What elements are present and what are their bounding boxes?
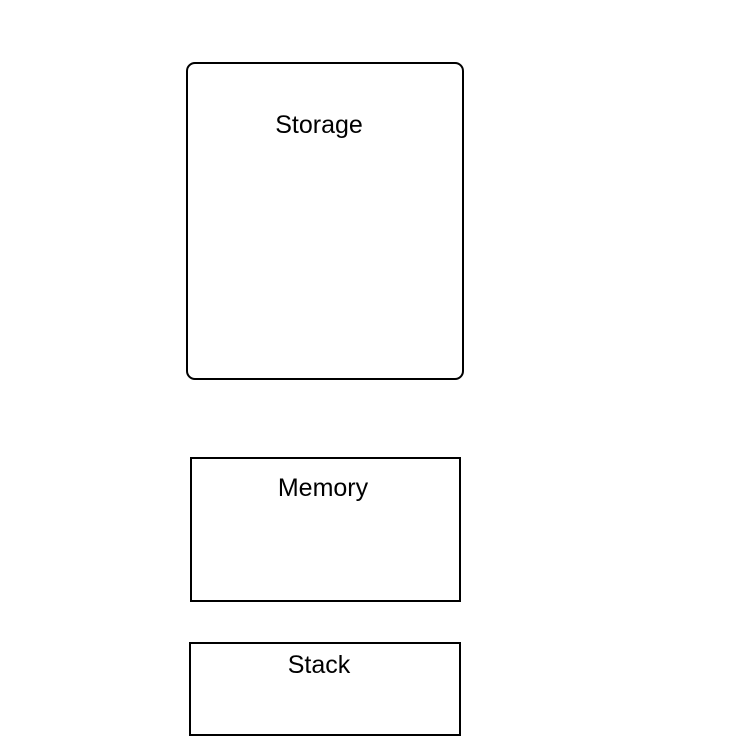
- memory-label: Memory: [277, 474, 369, 502]
- stack-label: Stack: [287, 651, 351, 679]
- storage-box: Storage: [186, 62, 464, 380]
- storage-label: Storage: [275, 111, 363, 139]
- memory-box: Memory: [190, 457, 461, 602]
- stack-box: Stack: [189, 642, 461, 736]
